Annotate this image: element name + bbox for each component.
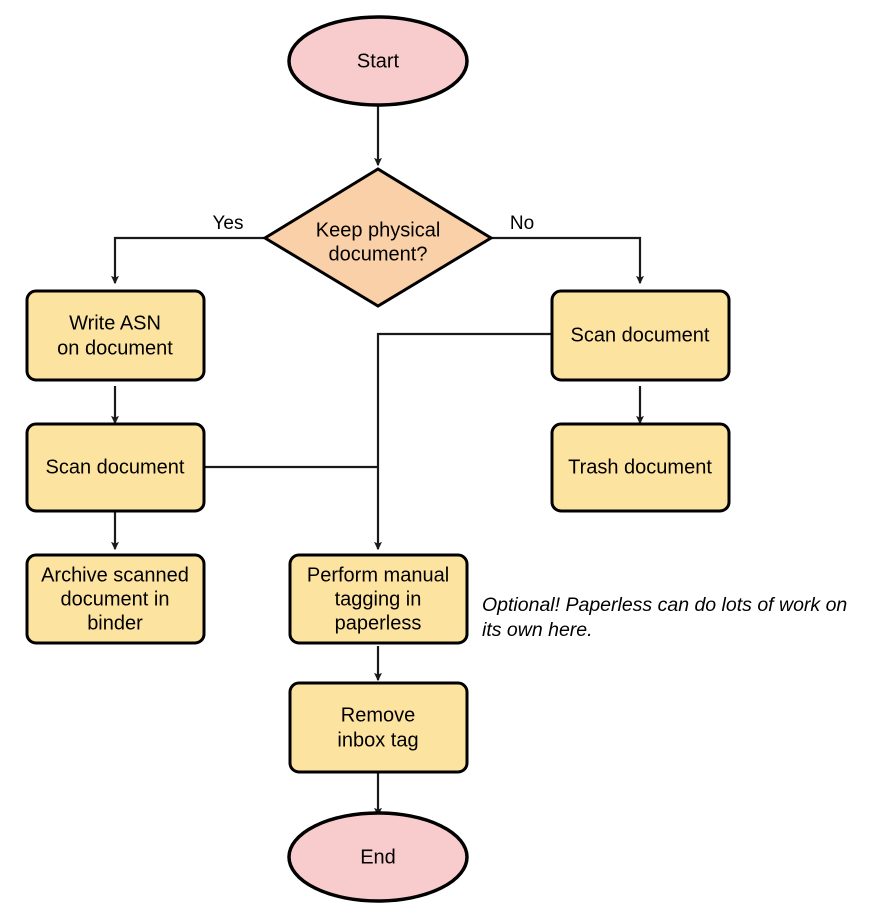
scan-left-box <box>25 422 206 513</box>
remove-tag-box <box>288 681 469 774</box>
scan-right-label: Scan document <box>571 324 710 346</box>
node-decision[interactable]: Keep physical document? <box>262 167 494 308</box>
edge-label-no: No <box>510 213 534 234</box>
decision-label-line1: Keep physical <box>316 219 441 241</box>
end-label: End <box>360 846 396 868</box>
tagging-label-line3: paperless <box>335 612 422 634</box>
edge-label-yes: Yes <box>213 213 244 234</box>
archive-box <box>25 553 206 645</box>
node-remove-tag[interactable]: Remove inbox tag <box>288 681 469 774</box>
node-start[interactable]: Start <box>287 15 469 107</box>
start-label: Start <box>357 50 400 72</box>
archive-label-line1: Archive scanned <box>41 564 189 586</box>
node-scan-right[interactable]: Scan document <box>550 289 731 382</box>
archive-label-line2: document in <box>61 588 170 610</box>
tagging-label-line1: Perform manual <box>307 564 449 586</box>
write-asn-box <box>25 289 206 382</box>
decision-diamond <box>262 167 494 308</box>
node-end[interactable]: End <box>287 811 469 903</box>
scan-right-box <box>550 289 731 382</box>
node-tagging[interactable]: Perform manual tagging in paperless <box>288 553 469 645</box>
node-archive[interactable]: Archive scanned document in binder <box>25 553 206 645</box>
trash-box <box>550 422 731 513</box>
node-trash[interactable]: Trash document <box>550 422 731 513</box>
edge-decision-to-write-asn <box>111 236 264 285</box>
node-scan-left[interactable]: Scan document <box>25 422 206 513</box>
edge-scan-right-to-tagging <box>374 332 552 551</box>
remove-tag-label-line2: inbox tag <box>337 729 418 751</box>
edge-decision-to-scan-right <box>491 236 644 285</box>
trash-label: Trash document <box>568 456 712 478</box>
annotation-line1: Optional! Paperless can do lots of work … <box>482 594 847 616</box>
end-ellipse <box>287 811 469 903</box>
archive-label-line3: binder <box>87 612 143 634</box>
tagging-label-line2: tagging in <box>335 588 422 610</box>
write-asn-label-line1: Write ASN <box>69 312 161 334</box>
annotation-line2: its own here. <box>482 619 593 641</box>
node-write-asn[interactable]: Write ASN on document <box>25 289 206 382</box>
tagging-box <box>288 553 469 645</box>
remove-tag-label-line1: Remove <box>341 704 415 726</box>
scan-left-label: Scan document <box>46 456 185 478</box>
write-asn-label-line2: on document <box>57 337 173 359</box>
decision-label-line2: document? <box>329 243 428 265</box>
start-ellipse <box>287 15 469 107</box>
annotation-note: Optional! Paperless can do lots of work … <box>482 594 847 641</box>
